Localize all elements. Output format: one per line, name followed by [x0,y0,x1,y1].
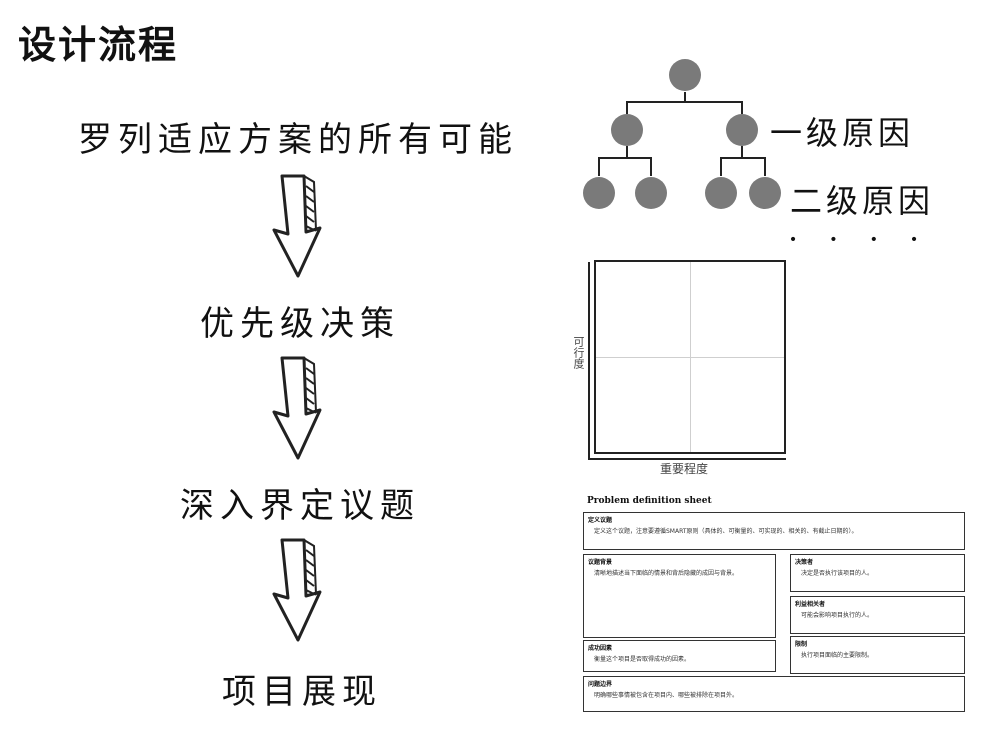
tree-level2-node [705,177,737,209]
cause-tree-diagram [583,59,781,209]
box-heading: 问题边界 [588,681,613,688]
matrix-grid [588,260,786,460]
box-text: 执行项目面临的主要限制。 [801,652,874,659]
sheet-box-definition: 定义议题 定义这个议题，注意要遵循SMART原则（具体的、可衡量的、可实现的、相… [583,512,965,550]
step-project-presentation: 项目展现 [222,672,382,712]
box-text: 衡量这个项目是否取得成功的因素。 [594,656,691,663]
ellipsis: · · · · [788,220,930,258]
box-text: 定义这个议题，注意要遵循SMART原则（具体的、可衡量的、可实现的、相关的、有截… [594,528,858,535]
tree-level1-node [611,114,643,146]
y-axis-label: 可行度 [572,336,585,369]
priority-matrix: 可行度 重要程度 [568,258,793,478]
tree-connectors [598,92,766,176]
box-text: 明确哪些事情被包含在项目内、哪些被排除在项目外。 [594,692,739,699]
box-text: 可能会影响项目执行的人。 [801,612,874,619]
step-priority-decision: 优先级决策 [200,304,400,344]
x-axis-label: 重要程度 [660,462,709,476]
tree-level2-node [749,177,781,209]
sheet-box-decision-maker: 决策者 决定是否执行该项目的人。 [790,554,965,592]
sheet-box-background: 议题背景 清晰地描述当下面临的情景和背后隐藏的成因与背景。 [583,554,776,638]
box-heading: 利益相关者 [795,601,826,608]
box-heading: 限制 [795,641,808,648]
box-text: 清晰地描述当下面临的情景和背后隐藏的成因与背景。 [594,570,739,577]
box-text: 决定是否执行该项目的人。 [801,570,874,577]
down-arrow-icon [272,356,322,460]
problem-definition-sheet: Problem definition sheet 定义议题 定义这个议题，注意要… [583,494,968,718]
level2-cause-label: 二级原因 [790,182,935,220]
matrix-divider-horizontal [596,357,784,358]
page-title: 设计流程 [18,23,179,67]
tree-root-node [669,59,701,91]
sheet-box-success-factors: 成功因素 衡量这个项目是否取得成功的因素。 [583,640,776,672]
down-arrow-icon [272,174,322,278]
step-list-all-options: 罗列适应方案的所有可能 [78,120,518,160]
box-heading: 议题背景 [588,559,613,566]
tree-level1-node [726,114,758,146]
tree-level2-node [635,177,667,209]
sheet-box-limits: 限制 执行项目面临的主要限制。 [790,636,965,674]
down-arrow-icon [272,538,322,642]
level1-cause-label: 一级原因 [770,114,915,152]
box-heading: 决策者 [795,559,814,566]
y-axis-line [588,262,590,460]
sheet-box-stakeholders: 利益相关者 可能会影响项目执行的人。 [790,596,965,634]
box-heading: 成功因素 [588,645,613,652]
step-define-issue: 深入界定议题 [180,486,420,526]
sheet-box-boundary: 问题边界 明确哪些事情被包含在项目内、哪些被排除在项目外。 [583,676,965,712]
tree-level2-node [583,177,615,209]
box-heading: 定义议题 [588,517,613,524]
sheet-title: Problem definition sheet [587,496,712,506]
x-axis-line [588,458,786,460]
